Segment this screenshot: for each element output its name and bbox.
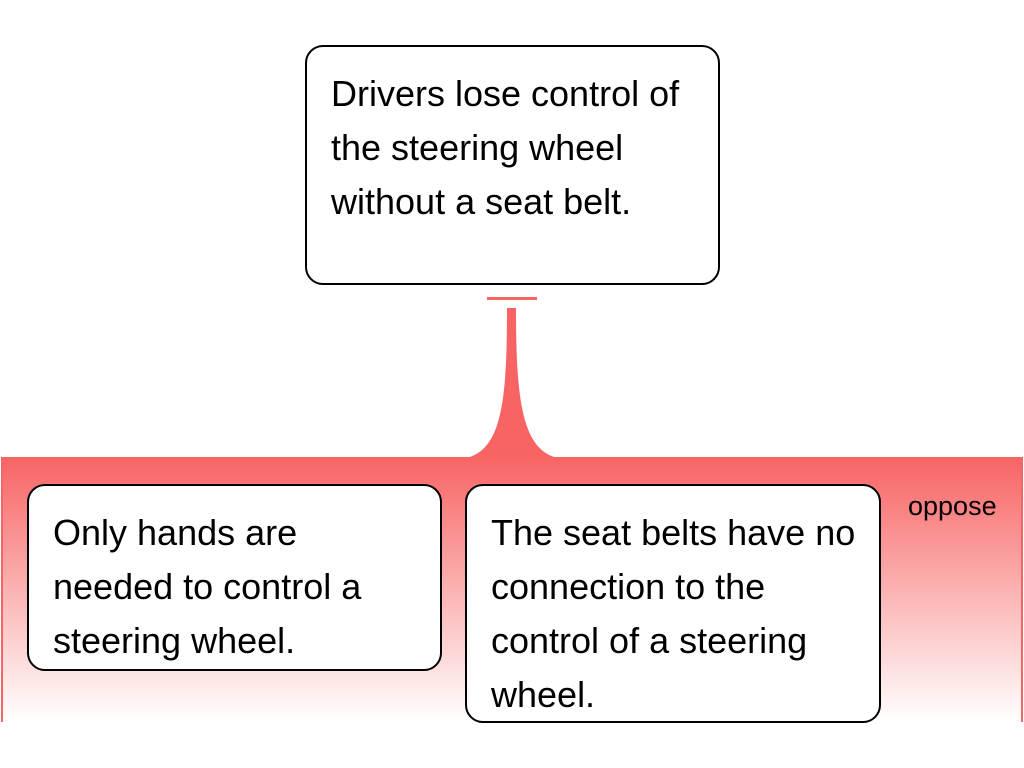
- oppose-stem: [466, 308, 558, 458]
- premise-text: Only hands are needed to control a steer…: [53, 512, 362, 661]
- premise-node[interactable]: The seat belts have no connection to the…: [465, 484, 881, 723]
- relation-label: oppose: [908, 491, 997, 521]
- premise-text: The seat belts have no connection to the…: [491, 512, 856, 715]
- claim-text: Drivers lose control of the steering whe…: [331, 73, 680, 222]
- oppose-marker: [487, 297, 537, 300]
- premise-node[interactable]: Only hands are needed to control a steer…: [27, 484, 442, 671]
- claim-node[interactable]: Drivers lose control of the steering whe…: [305, 45, 720, 285]
